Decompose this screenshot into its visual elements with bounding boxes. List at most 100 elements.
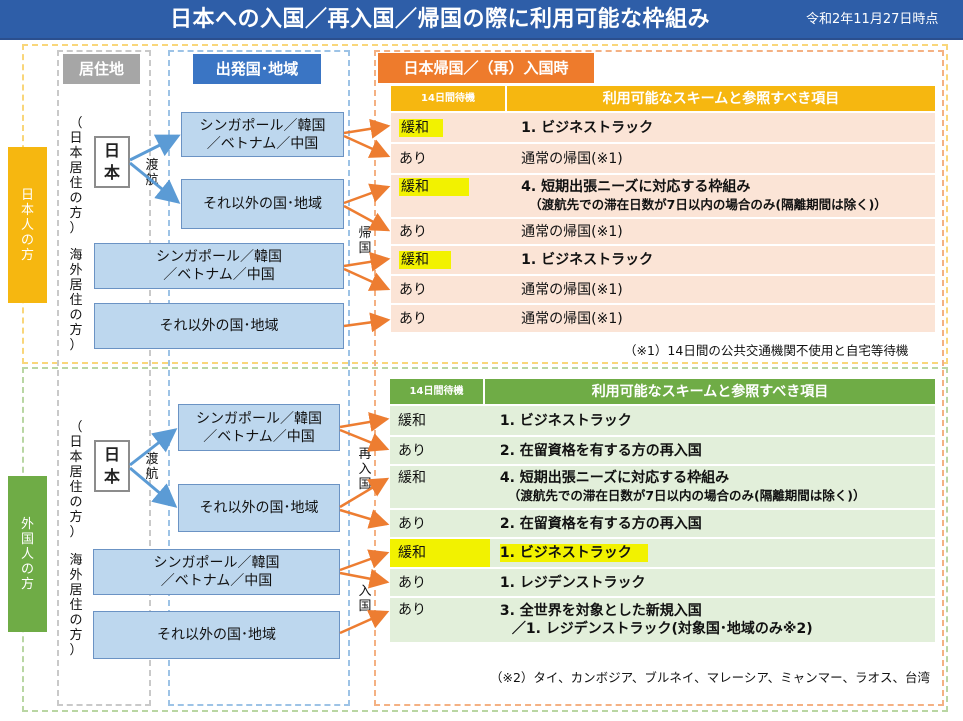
v-char: 国 xyxy=(358,241,372,256)
scheme-text: 2. 在留資格を有する方の再入国 xyxy=(499,442,702,459)
v-char: 日 xyxy=(69,131,83,146)
scheme-text: 通常の帰国(※1) xyxy=(521,310,623,327)
residence-header: 居住地 xyxy=(63,54,140,84)
departure-line: ／ベトナム／中国 xyxy=(160,573,273,589)
as-of-date: 令和2年11月27日時点 xyxy=(806,12,939,27)
scheme-text: 1. ビジネストラック xyxy=(521,252,654,268)
arrow-japan-to-other xyxy=(129,161,181,204)
japan-residence-box: 日本 xyxy=(94,136,130,188)
v-char: 海 xyxy=(69,553,83,568)
group-char: 外 xyxy=(20,516,34,532)
table-row: 緩和 1. ビジネストラック xyxy=(391,246,935,274)
table-row: 緩和 1. ビジネストラック xyxy=(390,406,935,435)
group-char: 日 xyxy=(20,187,34,203)
japan-box-label: 日本 xyxy=(103,141,120,182)
departure-line: シンガポール／韓国 xyxy=(196,410,322,427)
arrow-to-row xyxy=(343,204,391,232)
scheme-text: 1. ビジネストラック xyxy=(521,119,654,136)
arrow-japan-to-other xyxy=(129,466,178,508)
table-row: 緩和 4. 短期出張ニーズに対応する枠組み （渡航先での滞在日数が7日以内の場合の… xyxy=(391,175,935,217)
scheme-subtext: ／1. レジデンストラック(対象国･地域のみ※2) xyxy=(511,621,813,637)
v-char: （ xyxy=(69,116,83,131)
v-char: ） xyxy=(69,338,83,353)
arrival-column-frame xyxy=(374,50,944,706)
v-char: 居 xyxy=(69,278,83,293)
v-char: 外 xyxy=(69,568,83,583)
group-char: 本 xyxy=(20,202,34,218)
departure-line: ／ベトナム／中国 xyxy=(203,428,315,445)
v-char: ） xyxy=(69,221,83,236)
departure-other: それ以外の国･地域 xyxy=(94,303,344,349)
scheme-text: 通常の帰国(※1) xyxy=(521,223,623,240)
departure-header: 出発国･地域 xyxy=(193,54,321,84)
scheme-subtext: （渡航先での滞在日数が7日以内の場合のみ(隔離期間は除く)） xyxy=(507,488,866,503)
departure-line: シンガポール／韓国 xyxy=(153,555,280,571)
departure-line: それ以外の国･地域 xyxy=(159,318,279,334)
table-row: あり 通常の帰国(※1) xyxy=(391,219,935,244)
arrow-japan-to-sg xyxy=(129,134,181,162)
v-char: 渡 xyxy=(145,452,159,467)
group-char: 方 xyxy=(20,576,34,592)
v-char: 方 xyxy=(69,206,83,221)
arrow-japan-to-sg xyxy=(129,428,178,467)
title-bar xyxy=(0,0,963,40)
table-row: あり 2. 在留資格を有する方の再入国 xyxy=(390,510,935,537)
japan-residence-box: 日本 xyxy=(94,440,130,492)
group-char: 国 xyxy=(20,531,34,547)
status-text: 緩和 xyxy=(398,545,426,561)
v-char: 方 xyxy=(69,628,83,643)
table-row: あり 3. 全世界を対象とした新規入国／1. レジデンストラック(対象国･地域の… xyxy=(390,598,935,642)
arrow-to-row xyxy=(343,251,391,272)
scheme-text: 4. 短期出張ニーズに対応する枠組み xyxy=(521,179,751,195)
departure-sg-kr-vn-cn: シンガポール／韓国 ／ベトナム／中国 xyxy=(93,549,340,595)
v-char: の xyxy=(69,495,83,510)
scheme-text: 2. 在留資格を有する方の再入国 xyxy=(499,515,702,532)
v-char: の xyxy=(69,613,83,628)
v-char: 外 xyxy=(69,263,83,278)
japan-resident-label: （ 日 本 居 住 の 方 ） xyxy=(68,116,84,236)
scheme-subtext: （渡航先での滞在日数が7日以内の場合のみ(隔離期間は除く)） xyxy=(529,197,887,212)
v-char: 日 xyxy=(69,435,83,450)
departure-line: それ以外の国･地域 xyxy=(203,196,322,212)
v-char: 住 xyxy=(69,480,83,495)
status-text: あり xyxy=(398,442,426,459)
v-char: 居 xyxy=(69,583,83,598)
departure-other: それ以外の国･地域 xyxy=(93,611,340,659)
table-row: あり 通常の帰国(※1) xyxy=(391,144,935,173)
foreign-group-label: 外 国 人 の 方 xyxy=(8,476,47,632)
table-header-quarantine: 14日間待機 xyxy=(391,86,505,111)
departure-sg-kr-vn-cn: シンガポール／韓国 ／ベトナム／中国 xyxy=(94,243,344,289)
arrow-to-row xyxy=(343,267,391,291)
v-char: 居 xyxy=(69,465,83,480)
v-char: 住 xyxy=(69,293,83,308)
table-row: あり 1. レジデンストラック xyxy=(390,569,935,596)
arrow-to-row xyxy=(339,508,390,529)
arrival-header: 日本帰国／（再）入国時 xyxy=(378,53,594,83)
arrow-to-row xyxy=(343,312,391,333)
departure-column-frame xyxy=(168,50,350,706)
footnote-1: （※1）14日間の公共交通機関不使用と自宅等待機 xyxy=(624,343,909,358)
arrow-to-row xyxy=(343,183,391,205)
status-text: 緩和 xyxy=(399,118,443,137)
v-char: ） xyxy=(69,643,83,658)
status-text: あり xyxy=(398,602,426,618)
status-text: あり xyxy=(399,310,427,327)
page-title: 日本への入国／再入国／帰国の際に利用可能な枠組み xyxy=(170,7,711,32)
table-header-quarantine: 14日間待機 xyxy=(390,379,483,404)
status-text: 緩和 xyxy=(399,178,469,196)
group-char: 人 xyxy=(20,546,34,562)
arrow-to-row xyxy=(339,412,390,432)
travel-label: 渡 航 xyxy=(144,452,160,482)
v-char: 渡 xyxy=(145,158,159,173)
v-char: 居 xyxy=(69,161,83,176)
v-char: 住 xyxy=(69,176,83,191)
table-row: あり 通常の帰国(※1) xyxy=(391,276,935,303)
residence-column-frame xyxy=(57,50,151,706)
group-char: の xyxy=(20,232,34,248)
arrow-to-row xyxy=(339,568,390,589)
v-char: 航 xyxy=(145,467,159,482)
status-text: 緩和 xyxy=(398,470,426,486)
v-char: ） xyxy=(69,525,83,540)
departure-line: それ以外の国･地域 xyxy=(199,500,319,516)
